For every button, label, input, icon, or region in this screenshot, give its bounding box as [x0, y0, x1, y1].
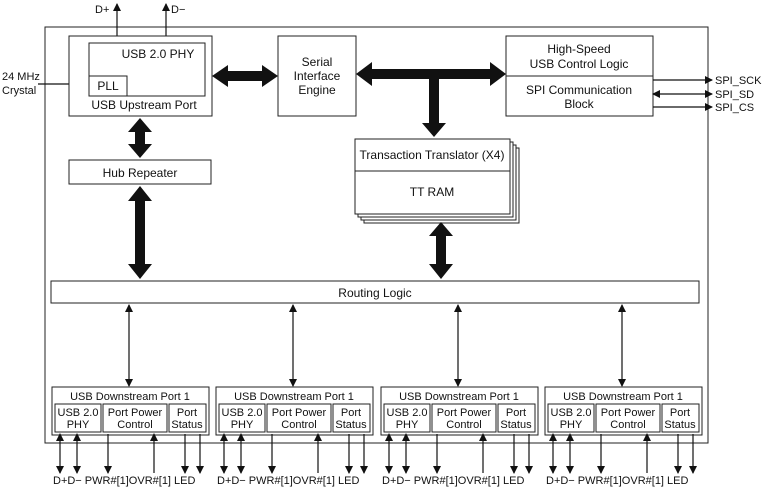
downstream-phy-line2: PHY — [396, 419, 419, 431]
downstream-phy-line1: USB 2.0 — [58, 407, 99, 419]
downstream-power-line2: Control — [281, 419, 316, 431]
sie-block — [277, 35, 357, 117]
spi-cs-label: SPI_CS — [715, 102, 754, 114]
downstream-port-title: USB Downstream Port 1 — [563, 391, 683, 403]
downstream-phy-line2: PHY — [560, 419, 583, 431]
upstream-port-label: USB Upstream Port — [91, 98, 197, 112]
sie-label-line3: Engine — [298, 83, 336, 97]
downstream-power-line1: Port Power — [601, 407, 656, 419]
downstream-status-line2: Status — [500, 419, 532, 431]
bus-hub-routing — [128, 186, 152, 279]
downstream-port-title: USB Downstream Port 1 — [399, 391, 519, 403]
downstream-status-line1: Port — [506, 407, 526, 419]
spi-sd-label: SPI_SD — [715, 89, 754, 101]
downstream-phy-line1: USB 2.0 — [387, 407, 428, 419]
downstream-status-line1: Port — [341, 407, 361, 419]
downstream-power-line2: Control — [117, 419, 152, 431]
hub-repeater-label: Hub Repeater — [103, 166, 178, 180]
routing-logic-block — [50, 280, 700, 304]
downstream-power-box — [102, 403, 168, 433]
d-plus-label: D+ — [95, 4, 109, 16]
downstream-port-title: USB Downstream Port 1 — [234, 391, 354, 403]
downstream-power-line2: Control — [610, 419, 645, 431]
downstream-phy-box — [547, 403, 595, 433]
d-minus-label: D− — [171, 4, 185, 16]
downstream-power-line1: Port Power — [437, 407, 492, 419]
spi-sck-label: SPI_SCK — [715, 75, 762, 87]
downstream-phy-box — [54, 403, 102, 433]
hub-repeater-block — [68, 159, 212, 185]
downstream-status-line2: Status — [335, 419, 367, 431]
hs-label-line2: USB Control Logic — [530, 57, 629, 71]
hs-label-line1: High-Speed — [547, 42, 610, 56]
bus-upstream-hub — [128, 118, 152, 158]
pll-block — [88, 75, 128, 97]
tt-block — [354, 138, 511, 215]
spi-label-line1: SPI Communication — [526, 83, 632, 97]
downstream-status-box — [332, 403, 371, 433]
downstream-status-line2: Status — [664, 419, 696, 431]
downstream-power-line1: Port Power — [272, 407, 327, 419]
downstream-phy-box — [383, 403, 431, 433]
chip-boundary — [44, 26, 709, 444]
downstream-status-box — [661, 403, 700, 433]
sie-label-line2: Interface — [294, 69, 341, 83]
bus-sie-control — [356, 62, 506, 137]
crystal-label-line2: Crystal — [2, 85, 36, 97]
downstream-status-line2: Status — [171, 419, 203, 431]
downstream-phy-line1: USB 2.0 — [551, 407, 592, 419]
crystal-label-line1: 24 MHz — [2, 71, 40, 83]
routing-logic-label: Routing Logic — [338, 286, 411, 300]
downstream-power-box — [431, 403, 497, 433]
downstream-power-box — [266, 403, 332, 433]
downstream-pin-labels: D+D− PWR#[1]OVR#[1] LED — [382, 475, 524, 487]
downstream-pin-labels: D+D− PWR#[1]OVR#[1] LED — [53, 475, 195, 487]
bus-upstream-sie — [212, 65, 278, 87]
downstream-phy-line2: PHY — [67, 419, 90, 431]
phy-label: USB 2.0 PHY — [122, 47, 195, 61]
downstream-status-line1: Port — [177, 407, 197, 419]
tt-title: Transaction Translator (X4) — [360, 148, 505, 162]
downstream-power-line1: Port Power — [108, 407, 163, 419]
downstream-phy-box — [218, 403, 266, 433]
sie-label-line1: Serial — [302, 55, 333, 69]
downstream-status-box — [168, 403, 207, 433]
downstream-phy-line2: PHY — [231, 419, 254, 431]
downstream-status-box — [497, 403, 536, 433]
downstream-power-line2: Control — [446, 419, 481, 431]
downstream-pin-labels: D+D− PWR#[1]OVR#[1] LED — [217, 475, 359, 487]
downstream-phy-line1: USB 2.0 — [222, 407, 263, 419]
downstream-port-title: USB Downstream Port 1 — [70, 391, 190, 403]
spi-block — [505, 75, 654, 117]
downstream-power-box — [595, 403, 661, 433]
downstream-status-line1: Port — [670, 407, 690, 419]
tt-ram-label: TT RAM — [410, 185, 454, 199]
pll-label: PLL — [97, 79, 119, 93]
bus-tt-routing — [429, 222, 453, 279]
spi-label-line2: Block — [564, 97, 594, 111]
downstream-pin-labels: D+D− PWR#[1]OVR#[1] LED — [546, 475, 688, 487]
